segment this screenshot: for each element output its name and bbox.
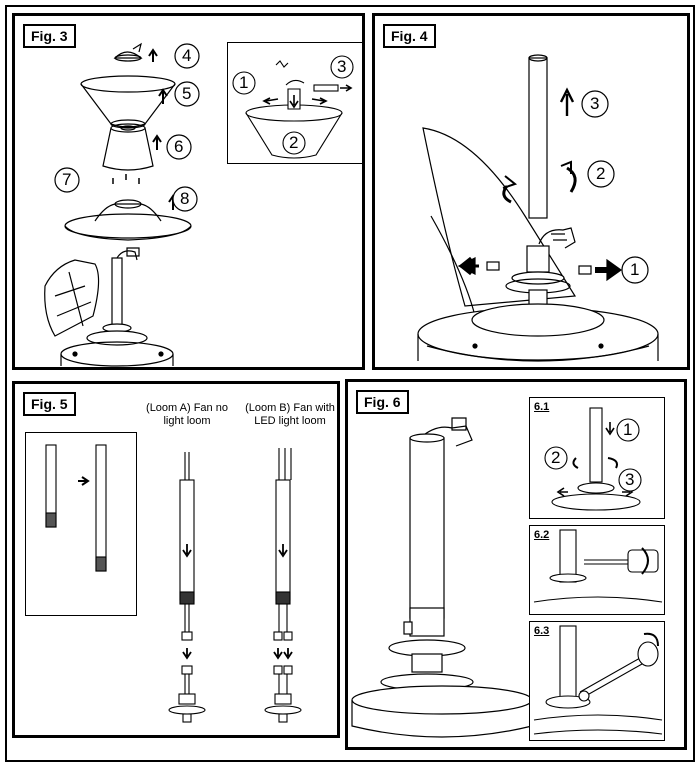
loom-b-caption: (Loom B) Fan with LED light loom <box>237 402 337 428</box>
figure-6-3-drawing <box>533 625 663 735</box>
fig3-step-5: 5 <box>182 84 192 103</box>
loom-a-caption: (Loom A) Fan no light loom <box>137 402 237 428</box>
fig3-inset-step-2: 2 <box>289 133 299 152</box>
figure-3-drawing <box>44 42 192 367</box>
fig4-step-1: 1 <box>630 260 640 279</box>
figure-4-callouts <box>581 90 649 284</box>
loom-a-caption-line1: (Loom A) Fan no <box>146 402 228 414</box>
fig4-step-2: 2 <box>596 164 606 183</box>
figure-4-label: Fig. 4 <box>383 24 436 48</box>
figure-6-2-subpanel: 6.2 <box>529 525 665 615</box>
figure-5-panel: Fig. 5 (Loom A) Fan no light loom (Loom … <box>12 381 340 738</box>
figure-5-downrod-inset <box>25 432 137 616</box>
figure-6-1-callouts <box>544 418 642 492</box>
figure-3-label: Fig. 3 <box>23 24 76 48</box>
figure-3-callouts <box>54 43 200 212</box>
figure-4-drawing <box>417 54 659 362</box>
figure-3-inset-drawing <box>245 60 353 159</box>
figure-6-1-label: 6.1 <box>534 401 550 413</box>
figure-6-2-label: 6.2 <box>534 529 550 541</box>
fig3-step-7: 7 <box>62 170 72 189</box>
fig3-step-6: 6 <box>174 137 184 156</box>
fig3-inset-step-3: 3 <box>337 57 347 76</box>
loom-b-caption-line2: LED light loom <box>254 415 326 427</box>
figure-6-main-drawing <box>351 417 533 738</box>
loom-a-caption-line2: light loom <box>163 415 211 427</box>
figure-6-3-label: 6.3 <box>534 625 550 637</box>
fig6-1-step-3: 3 <box>625 470 635 489</box>
fig6-1-step-1: 1 <box>623 420 633 439</box>
fig4-step-3: 3 <box>590 94 600 113</box>
figure-6-2-drawing <box>533 529 663 603</box>
figure-6-label: Fig. 6 <box>356 390 409 414</box>
figure-6-1-drawing <box>551 407 641 511</box>
figure-5-label: Fig. 5 <box>23 392 76 416</box>
fig3-step-4: 4 <box>182 46 192 65</box>
figure-3-panel: Fig. 3 <box>12 13 365 370</box>
fig3-step-8: 8 <box>180 189 190 208</box>
figure-6-1-subpanel: 6.1 1 2 3 <box>529 397 665 519</box>
loom-b-caption-line1: (Loom B) Fan with <box>245 402 335 414</box>
figure-6-3-subpanel: 6.3 <box>529 621 665 741</box>
fig3-inset-step-1: 1 <box>239 73 249 92</box>
loom-drawings <box>168 448 302 723</box>
downrod-length-drawing <box>45 444 107 572</box>
figure-3-inset-callouts <box>232 55 354 155</box>
figure-3-inset: 1 2 3 <box>227 42 362 164</box>
fig6-1-step-2: 2 <box>551 448 561 467</box>
figure-6-panel: Fig. 6 6.1 <box>345 379 687 750</box>
figure-4-panel: Fig. 4 <box>372 13 690 370</box>
